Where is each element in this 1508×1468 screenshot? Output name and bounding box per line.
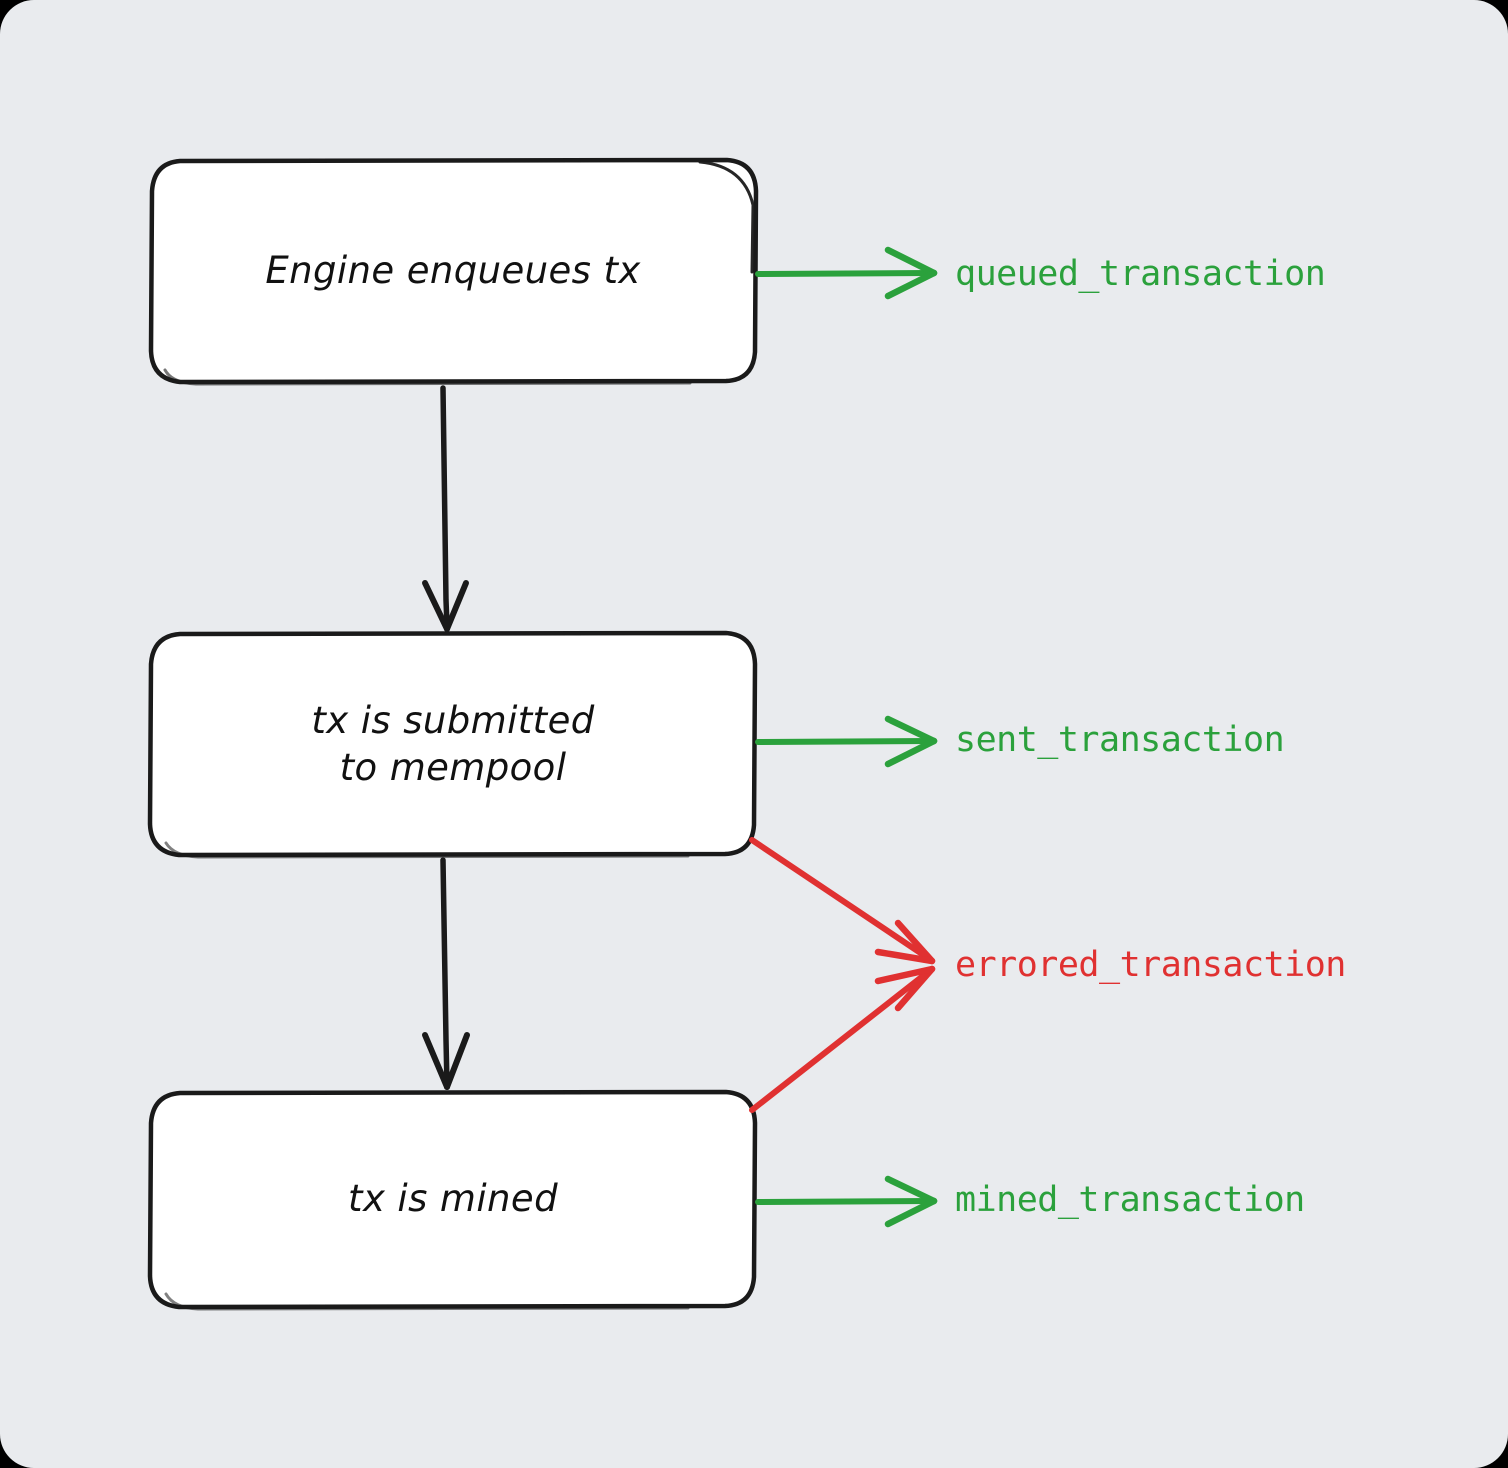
event-label-sent-transaction[interactable]: sent_transaction	[955, 720, 1285, 760]
event-arrow-queued	[755, 246, 938, 300]
event-label-queued-transaction[interactable]: queued_transaction	[955, 254, 1326, 294]
event-label-errored-transaction[interactable]: errored_transaction	[955, 945, 1346, 985]
event-arrow-mined	[755, 1175, 938, 1228]
flow-arrow-submitted-to-mined	[422, 857, 470, 1090]
node-shape-submitted[interactable]	[147, 630, 758, 859]
node-shape-mined[interactable]	[147, 1089, 758, 1311]
event-label-mined-transaction[interactable]: mined_transaction	[955, 1180, 1305, 1220]
event-arrow-errored-from-submitted	[749, 837, 936, 965]
event-arrow-errored-from-mined	[749, 965, 936, 1113]
flow-arrow-enqueued-to-submitted	[422, 385, 469, 632]
event-arrow-sent	[755, 715, 938, 768]
node-shape-enqueued[interactable]	[148, 157, 759, 386]
